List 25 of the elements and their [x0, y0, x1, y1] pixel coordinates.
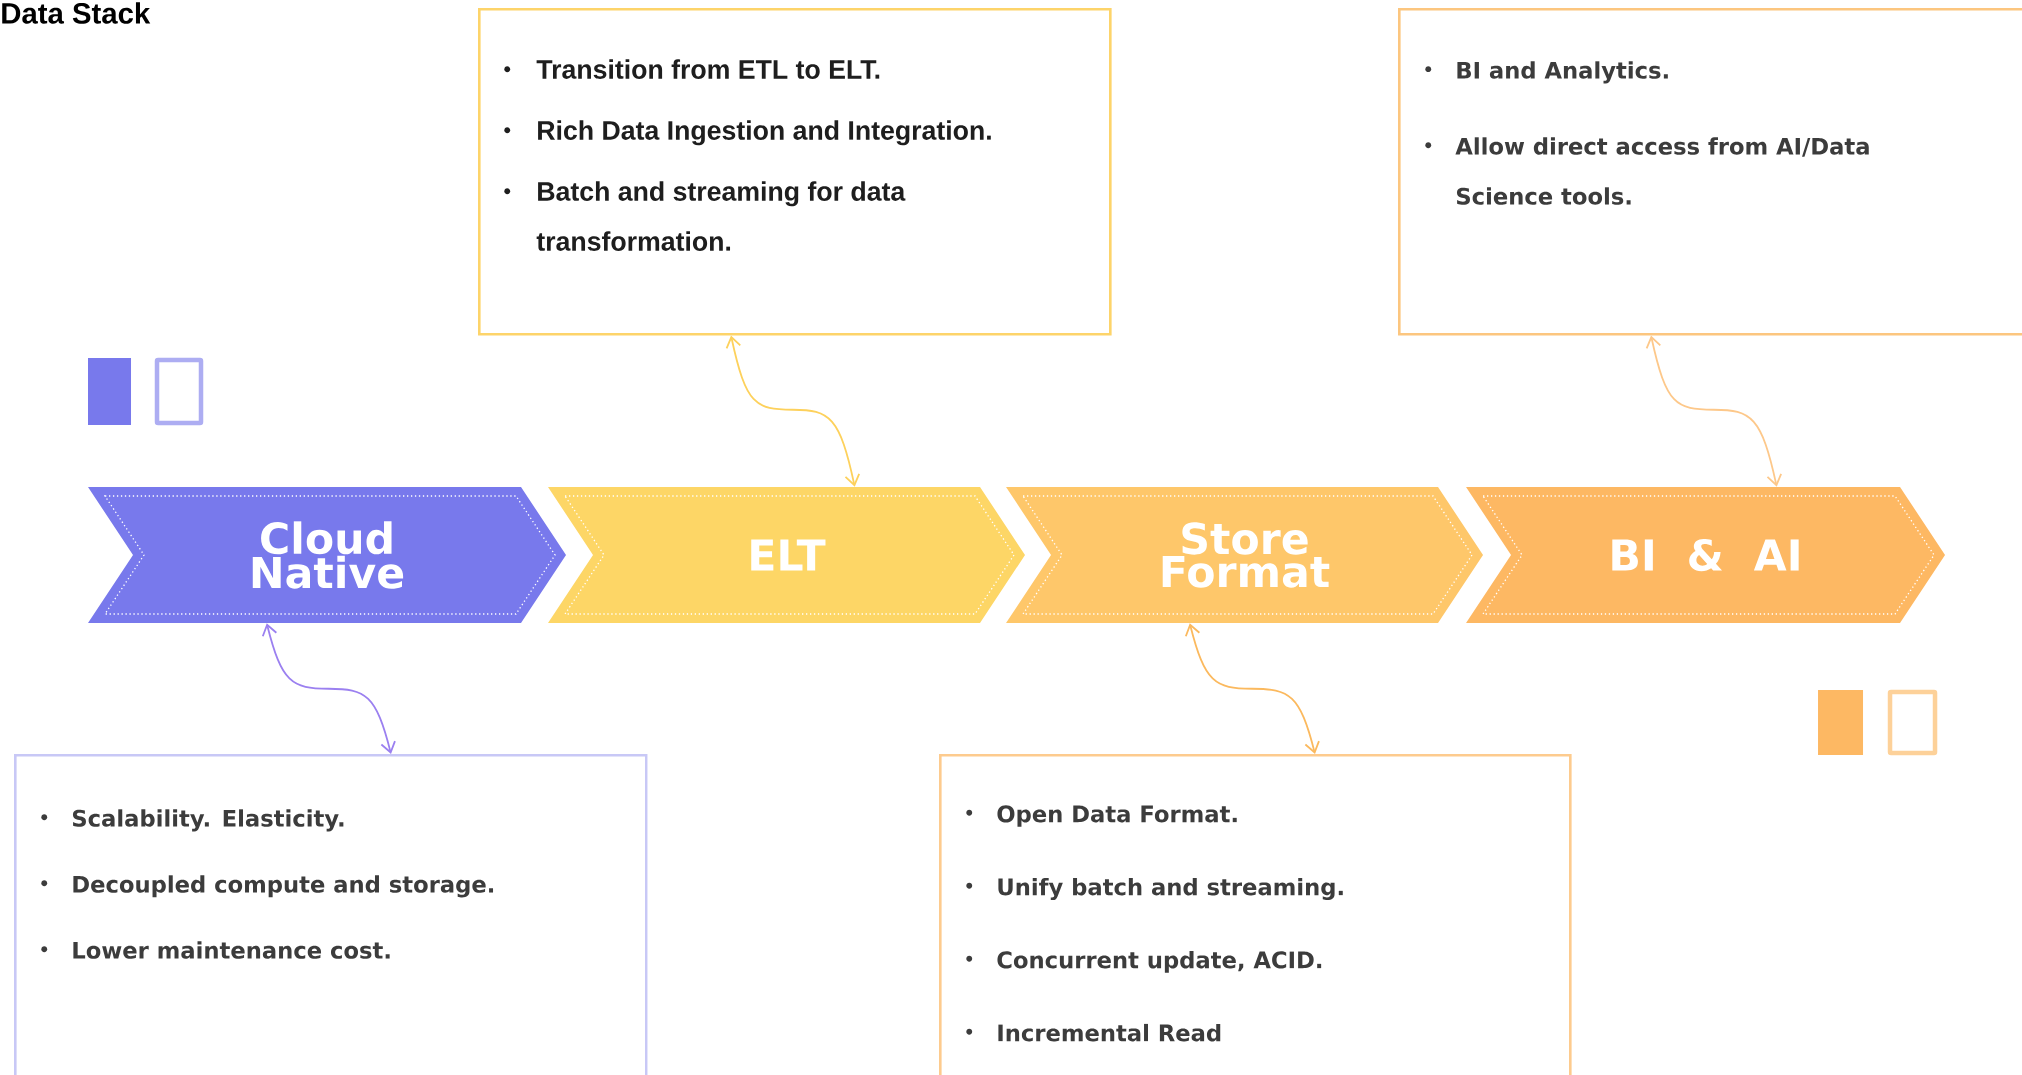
bullet-point: Transition from ETL to ELT. [504, 59, 880, 79]
bullet-point: Open Data Format. [966, 805, 1237, 827]
chevron-banner: ELT [548, 487, 1025, 623]
bullet-point: Decoupled compute and storage. [41, 875, 494, 898]
curved-arrow [261, 623, 396, 754]
chevron-banner: Store Format [1006, 487, 1483, 623]
text-box [478, 8, 1112, 336]
bullet-point: Incremental Read [966, 1023, 1221, 1042]
title: Data Stack [2, 2, 151, 24]
curved-arrow [1184, 623, 1320, 754]
bullet-point: BI and Analytics. [1425, 61, 1668, 84]
curved-arrow [725, 335, 861, 487]
text-box [1398, 8, 2022, 336]
bullet-point: Batch and streaming for data transformation. [504, 181, 906, 251]
bullet-point: Lower maintenance cost. [41, 941, 390, 959]
bullet-point: Scalability. Elasticity. [41, 809, 344, 832]
text-box [14, 754, 648, 1075]
bullet-point: Allow direct access from AI/Data Science tools. [1425, 137, 1869, 205]
curved-arrow [1645, 335, 1783, 487]
text-box [939, 754, 1572, 1075]
chevron-banner: Cloud Native [88, 487, 566, 623]
bullet-point: Unify batch and streaming. [966, 877, 1343, 901]
chevron-banner: BI & AI [1466, 487, 1946, 623]
bullet-point: Rich Data Ingestion and Integration. [504, 120, 991, 146]
bullet-point: Concurrent update, ACID. [966, 950, 1322, 973]
